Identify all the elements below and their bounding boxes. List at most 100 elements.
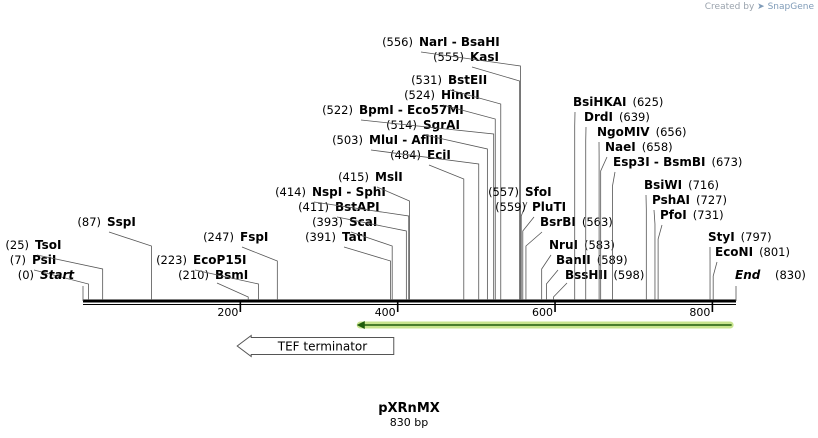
site-pshai[interactable]: PshAI (727) xyxy=(652,193,727,300)
site-name: BssHII xyxy=(565,268,607,282)
site-nspi-sphi[interactable]: NspI - SphI(414) xyxy=(275,185,410,300)
site-position: (557) xyxy=(488,185,519,199)
site-bpmi-eco57mi[interactable]: BpmI - Eco57MI(522) xyxy=(322,103,495,300)
site-position: (797) xyxy=(741,230,772,244)
site-ecii[interactable]: EciI(484) xyxy=(390,148,465,300)
site-position: (415) xyxy=(338,170,369,184)
site-mlui-afliii[interactable]: MluI - AflIII(503) xyxy=(332,133,480,300)
site-ecop15i[interactable]: EcoP15I (223) xyxy=(156,253,259,300)
site-name: NarI - BsaHI xyxy=(419,35,500,49)
end-position: (0) xyxy=(18,268,34,282)
site-pfoi[interactable]: PfoI(731) xyxy=(657,208,724,300)
site-position: (727) xyxy=(696,193,727,207)
site-hincii[interactable]: HincII(524) xyxy=(404,88,496,300)
site-name: PluTI xyxy=(532,200,566,214)
feature-arrow-shape xyxy=(236,334,395,358)
end-start: Start (0) xyxy=(18,268,84,301)
feature-tef-terminator[interactable]: TEF terminator xyxy=(236,334,395,358)
site-name: BpmI - Eco57MI xyxy=(359,103,464,117)
site-fspi[interactable]: FspI(247) xyxy=(203,230,278,300)
site-name: BsrBI xyxy=(540,215,576,229)
site-position: (411) xyxy=(298,200,329,214)
site-kasi[interactable]: KasI(555) xyxy=(433,50,521,300)
site-position: (247) xyxy=(203,230,234,244)
site-position: (223) xyxy=(156,253,187,267)
site-esp3i-bsmbi[interactable]: Esp3I - BsmBI(673) xyxy=(612,155,742,300)
site-tati[interactable]: TatI(391) xyxy=(305,230,392,300)
site-leader-line xyxy=(471,66,521,300)
site-ngomiv[interactable]: NgoMIV(656) xyxy=(597,125,687,300)
site-drdi[interactable]: DrdI(639) xyxy=(584,110,650,300)
site-position: (801) xyxy=(759,245,790,259)
feature-label: TEF terminator xyxy=(277,340,367,354)
site-msli[interactable]: MslI(415) xyxy=(338,170,410,300)
site-position: (716) xyxy=(688,178,719,192)
site-name: BanII xyxy=(556,253,591,267)
plasmid-length: 830 bp xyxy=(390,416,428,429)
site-banii[interactable]: BanII(589) xyxy=(545,253,628,300)
site-position: (524) xyxy=(404,88,435,102)
site-name: KasI xyxy=(470,50,499,64)
site-bsihkai[interactable]: BsiHKAI(625) xyxy=(573,95,663,300)
site-leader-line xyxy=(313,201,410,300)
site-position: (563) xyxy=(582,215,613,229)
site-position: (25) xyxy=(5,238,29,252)
site-naei[interactable]: NaeI (658) xyxy=(600,140,673,300)
site-leader-line xyxy=(612,171,616,300)
site-leader-line xyxy=(541,254,552,300)
site-position: (639) xyxy=(619,110,650,124)
end-name: Start xyxy=(40,268,75,282)
site-leader-line xyxy=(545,269,559,300)
site-bsrbi[interactable]: BsrBI (563) xyxy=(525,215,613,300)
site-leader-line xyxy=(360,119,495,300)
site-name: NaeI xyxy=(605,140,636,154)
site-leader-line xyxy=(653,209,656,300)
site-name: EcoNI xyxy=(715,245,753,259)
site-position: (658) xyxy=(642,140,673,154)
site-leader-line xyxy=(424,134,488,300)
site-bstapi[interactable]: BstAPI(411) xyxy=(298,200,407,300)
site-leader-line xyxy=(522,216,535,300)
site-name: BsiHKAI xyxy=(573,95,627,109)
site-position: (531) xyxy=(411,73,442,87)
site-leader-line xyxy=(33,269,89,300)
site-bsiwi[interactable]: BsiWI(716) xyxy=(644,178,719,300)
credit-brand: SnapGene xyxy=(767,2,814,12)
site-leader-line xyxy=(216,282,249,300)
site-econi[interactable]: EcoNI (801) xyxy=(712,245,790,300)
site-nari-bsahi[interactable]: NarI - BsaHI (556) xyxy=(382,35,521,300)
site-tsoi[interactable]: TsoI (25) xyxy=(5,238,104,300)
site-sfoi[interactable]: SfoI(557) xyxy=(488,185,552,300)
site-name: NgoMIV xyxy=(597,125,650,139)
site-position: (556) xyxy=(382,35,413,49)
site-bsteii[interactable]: BstEII(531) xyxy=(411,73,502,300)
site-pluti[interactable]: PluTI(559) xyxy=(495,200,566,300)
site-leader-line xyxy=(428,164,465,300)
site-name: NspI - SphI xyxy=(312,185,386,199)
site-sgrai[interactable]: SgrAI(514) xyxy=(386,118,488,300)
site-name: StyI xyxy=(708,230,735,244)
site-psii[interactable]: PsiI(7) xyxy=(10,253,89,300)
site-name: EcoP15I xyxy=(193,253,247,267)
site-styi[interactable]: StyI (797) xyxy=(708,230,772,300)
site-position: (484) xyxy=(390,148,421,162)
site-position: (514) xyxy=(386,118,417,132)
snapgene-logo-icon: ➤ xyxy=(757,2,765,12)
end-position: (830) xyxy=(775,268,806,282)
site-bsshii[interactable]: BssHII(598) xyxy=(553,268,644,300)
site-leader-line xyxy=(36,254,104,300)
site-position: (87) xyxy=(77,215,101,229)
site-sspi[interactable]: SspI(87) xyxy=(77,215,152,300)
site-position: (210) xyxy=(178,268,209,282)
axis-tick-label: 400 xyxy=(375,306,396,319)
site-leader-line xyxy=(336,216,407,300)
site-bsmi[interactable]: BsmI(210) xyxy=(178,268,249,300)
site-name: PshAI xyxy=(652,193,690,207)
site-name: TsoI xyxy=(35,238,61,252)
site-leader-line xyxy=(520,201,528,300)
site-name: Esp3I - BsmBI xyxy=(613,155,705,169)
site-position: (393) xyxy=(312,215,343,229)
site-name: PfoI xyxy=(660,208,687,222)
orf-arrow[interactable] xyxy=(356,321,734,329)
